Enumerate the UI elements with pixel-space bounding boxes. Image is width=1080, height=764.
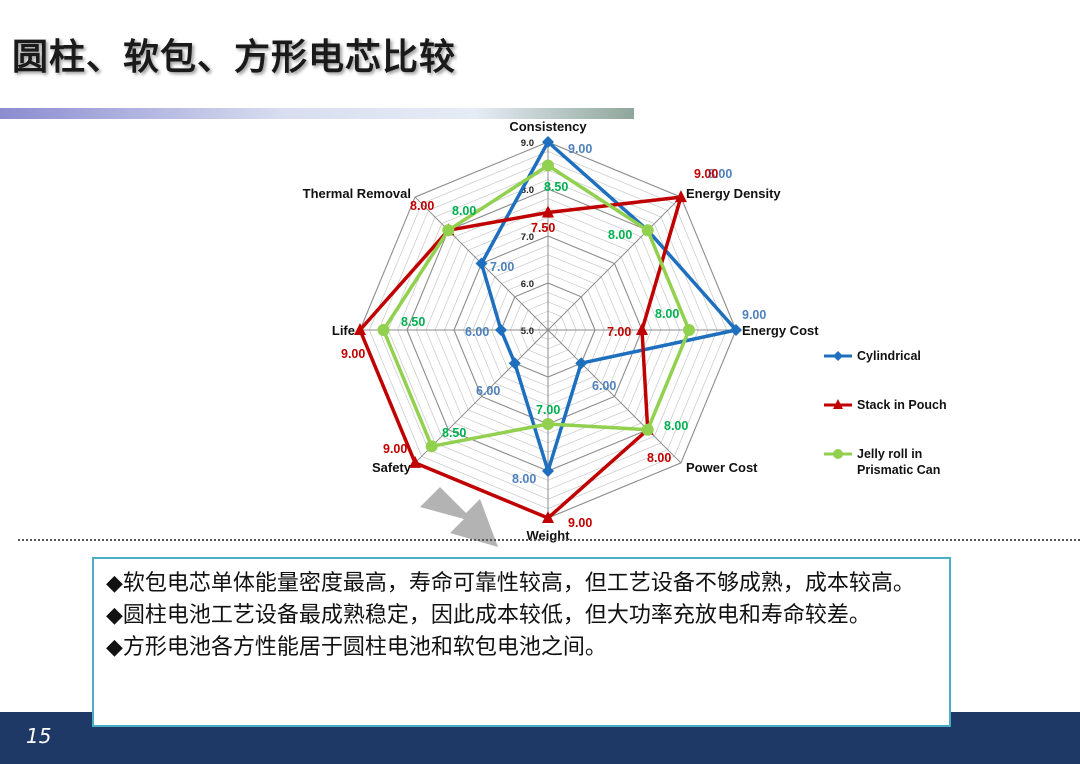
data-label: 8.00 — [452, 204, 476, 218]
data-label: 8.00 — [655, 307, 679, 321]
data-point — [636, 323, 648, 335]
axis-spoke — [547, 329, 682, 464]
data-label: 8.00 — [664, 419, 688, 433]
data-label: 8.50 — [442, 426, 466, 440]
axis-label: Energy Cost — [742, 323, 819, 338]
data-point — [641, 224, 654, 237]
data-point — [475, 257, 488, 270]
data-point — [542, 511, 554, 523]
data-label: 9.00 — [568, 516, 592, 530]
title-underline-bar — [0, 108, 634, 119]
data-label: 7.00 — [607, 325, 631, 339]
data-point — [730, 324, 742, 336]
summary-textbox: ◆软包电芯单体能量密度最高，寿命可靠性较高，但工艺设备不够成熟，成本较高。 ◆圆… — [92, 557, 951, 727]
axis-label: Life — [332, 323, 355, 338]
data-label: 8.50 — [401, 315, 425, 329]
data-label: 7.00 — [490, 260, 514, 274]
legend-marker — [833, 351, 843, 361]
legend-marker — [833, 399, 843, 409]
pointer-arrow-icon — [420, 487, 498, 547]
data-label: 6.00 — [465, 325, 489, 339]
bullet-prismatic: ◆方形电池各方性能居于圆柱电池和软包电池之间。 — [106, 635, 607, 660]
tick-label: 7.0 — [521, 232, 534, 243]
tick-label: 8.0 — [521, 185, 534, 196]
data-label: 9.00 — [568, 142, 592, 156]
data-point — [641, 423, 654, 436]
data-label: 9.00 — [694, 167, 718, 181]
legend-label: Stack in Pouch — [857, 398, 947, 412]
data-point — [425, 440, 438, 453]
data-label: 9.00 — [383, 442, 407, 456]
data-label: 9.00 — [341, 347, 365, 361]
axis-label: Energy Density — [686, 186, 781, 201]
data-point — [542, 205, 554, 218]
legend-label: Cylindrical — [857, 349, 921, 363]
data-label: 7.00 — [536, 403, 560, 417]
bullet-pouch: ◆软包电芯单体能量密度最高，寿命可靠性较高，但工艺设备不够成熟，成本较高。 — [106, 571, 915, 596]
tick-label: 9.0 — [521, 138, 534, 149]
data-point — [542, 136, 554, 148]
page-title: 圆柱、软包、方形电芯比较 — [12, 37, 457, 78]
data-label: 8.50 — [544, 180, 568, 194]
data-label: 8.00 — [512, 472, 536, 486]
legend-marker — [833, 449, 843, 459]
data-label: 8.00 — [410, 199, 434, 213]
legend-label: Prismatic Can — [857, 463, 940, 477]
data-point — [542, 159, 554, 172]
dotted-divider — [18, 539, 1080, 541]
data-point — [409, 455, 422, 468]
data-label: 8.00 — [608, 228, 632, 242]
data-point — [542, 465, 554, 477]
data-point — [575, 357, 588, 370]
data-label: 9.00 — [742, 308, 766, 322]
tick-label: 5.0 — [521, 326, 534, 337]
bullet-cylindrical: ◆圆柱电池工艺设备最成熟稳定，因此成本较低，但大功率充放电和寿命较差。 — [106, 603, 871, 628]
data-point — [674, 190, 687, 203]
data-point — [495, 324, 507, 336]
data-point — [508, 357, 521, 370]
data-label: 6.00 — [592, 379, 616, 393]
data-point — [354, 323, 366, 335]
data-point — [683, 324, 695, 336]
data-label: 8.00 — [647, 451, 671, 465]
data-point — [442, 224, 455, 237]
data-label: 8.00 — [708, 167, 732, 181]
data-label: 7.50 — [531, 221, 555, 235]
axis-label: Power Cost — [686, 460, 758, 475]
legend-label: Jelly roll in — [857, 447, 922, 461]
axis-label: Thermal Removal — [303, 186, 411, 201]
data-point — [377, 324, 390, 336]
data-point — [542, 418, 554, 430]
axis-label: Safety — [372, 460, 412, 475]
axis-spoke — [547, 196, 682, 331]
axis-spoke — [414, 329, 549, 464]
axis-label: Consistency — [509, 119, 587, 134]
data-label: 6.00 — [476, 384, 500, 398]
tick-label: 6.0 — [521, 279, 534, 290]
page-number: 15 — [26, 724, 52, 748]
